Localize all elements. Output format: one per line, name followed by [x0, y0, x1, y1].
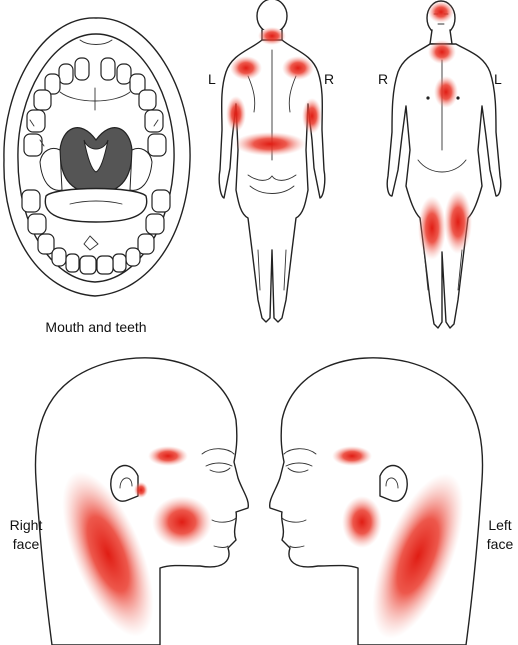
- pain-area-back-left-shoulder: [230, 56, 262, 80]
- front-left-label: L: [494, 71, 502, 87]
- pain-area-right-face-cheek: [152, 496, 212, 548]
- left-face-label-line1: Left: [488, 517, 511, 533]
- left-face-label-line2: face: [487, 536, 514, 552]
- lower-teeth: [21, 189, 171, 275]
- pain-area-front-neck: [428, 40, 456, 64]
- body-back-figure: [218, 0, 326, 323]
- tongue: [44, 187, 148, 223]
- mouth-caption: Mouth and teeth: [45, 319, 146, 335]
- front-right-label: R: [378, 71, 388, 87]
- upper-teeth: [23, 57, 167, 157]
- back-right-label: R: [324, 71, 334, 87]
- pain-area-front-right-thigh: [418, 196, 446, 260]
- pain-area-front-left-thigh: [444, 190, 472, 254]
- right-face-label-line2: face: [13, 536, 40, 552]
- pain-area-left-face-cheek: [342, 496, 382, 548]
- pain-area-right-face-temple: [148, 446, 188, 466]
- back-left-label: L: [208, 71, 216, 87]
- pain-area-right-face-ear: [134, 482, 148, 498]
- pain-area-back-right-arm: [302, 98, 322, 134]
- mouth-figure: [3, 17, 191, 297]
- right-face-label-line1: Right: [10, 517, 43, 533]
- pain-area-front-head: [428, 1, 454, 23]
- pain-area-back-left-arm: [226, 96, 246, 132]
- pain-area-back-right-shoulder: [282, 56, 314, 80]
- pain-area-back-neck: [258, 27, 286, 45]
- pain-areas: [62, 1, 472, 639]
- pain-area-left-face-temple: [332, 446, 372, 466]
- pain-area-lower-back: [234, 132, 306, 156]
- pain-area-front-chest: [434, 76, 458, 108]
- front-torso: [386, 43, 502, 329]
- pain-area-left-face-neck: [372, 473, 464, 639]
- pain-area-right-face-neck: [62, 471, 154, 637]
